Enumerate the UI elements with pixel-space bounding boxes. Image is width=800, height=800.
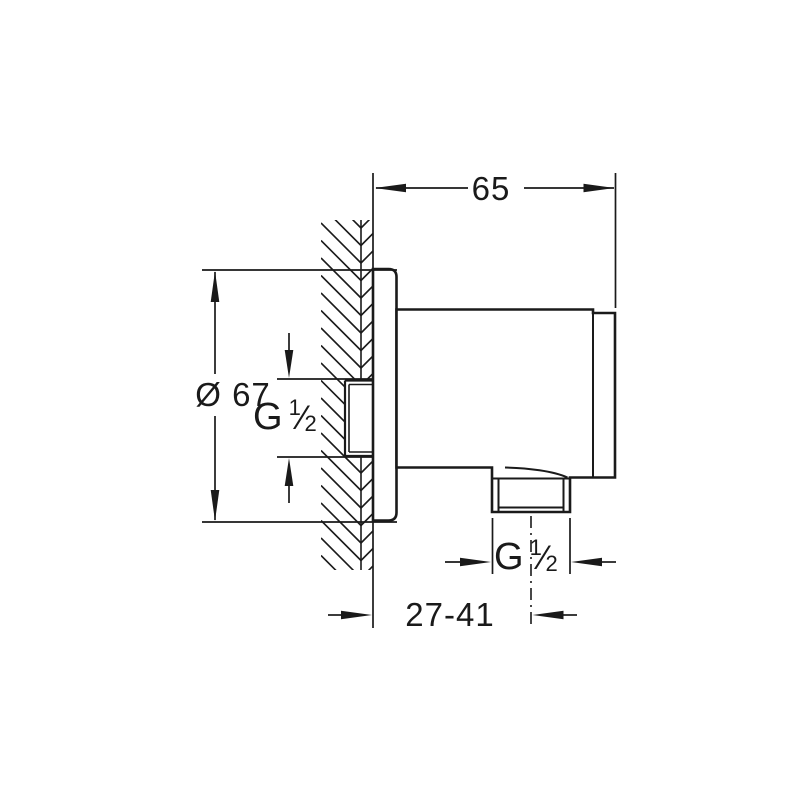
arrowhead-left [571, 557, 602, 567]
thread-letter: G [494, 536, 524, 578]
arrowhead-left [375, 183, 406, 193]
arrowhead-up [210, 271, 220, 302]
arrowhead-up [284, 458, 294, 486]
inlet-connector [343, 379, 373, 458]
elbow-fillet [504, 466, 568, 479]
flange-diameter-label: Ø 67 [195, 376, 271, 413]
arrowhead-down [210, 490, 220, 521]
arrowhead-down [284, 350, 294, 378]
thread-letter: G [253, 396, 283, 438]
valve-body [395, 308, 617, 514]
dimension-flange-diameter [202, 269, 397, 523]
arrowhead-right [460, 557, 491, 567]
dimension-wall-distance [328, 516, 577, 628]
wall-distance-label: 27-41 [405, 596, 495, 633]
escutcheon-flange [371, 267, 398, 522]
arrowhead-left [532, 610, 564, 620]
body-outline [395, 308, 617, 514]
arrowhead-right [341, 610, 372, 620]
body-length-label: 65 [471, 170, 511, 207]
arrowhead-right [583, 183, 615, 193]
dimension-body-length [375, 173, 617, 308]
dimension-outlet-thread [445, 518, 616, 574]
dimension-inlet-thread [277, 333, 373, 503]
